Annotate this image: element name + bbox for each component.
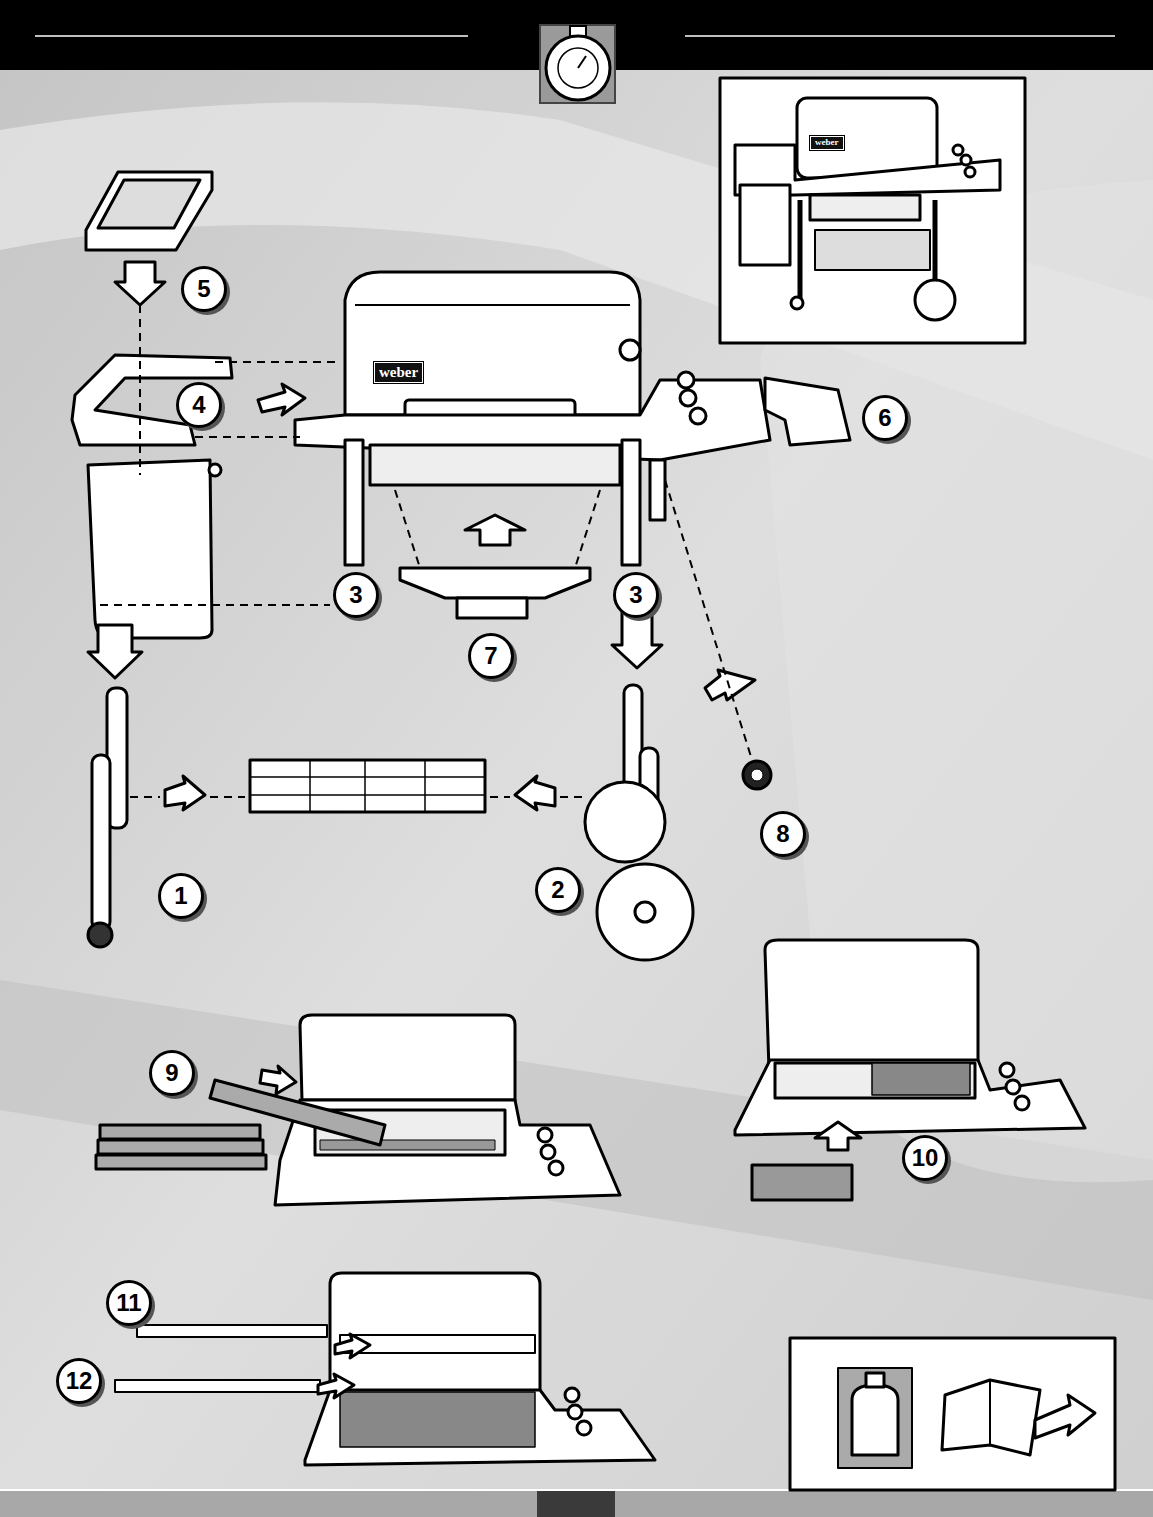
callout-number: 1: [158, 873, 204, 919]
callout-number: 10: [902, 1135, 948, 1181]
callout-number: 12: [56, 1358, 102, 1404]
callout-number: 5: [181, 266, 227, 312]
brand-logo: weber: [374, 362, 423, 383]
callout-number: 4: [176, 382, 222, 428]
callout-number: 11: [106, 1280, 152, 1326]
brand-logo: weber: [810, 136, 844, 150]
callout-number: 3: [333, 572, 379, 618]
callout-number: 2: [535, 867, 581, 913]
callout-number: 6: [862, 395, 908, 441]
callout-number: 7: [468, 633, 514, 679]
callout-number: 8: [760, 811, 806, 857]
callout-number: 3: [613, 572, 659, 618]
callout-number: 9: [149, 1050, 195, 1096]
